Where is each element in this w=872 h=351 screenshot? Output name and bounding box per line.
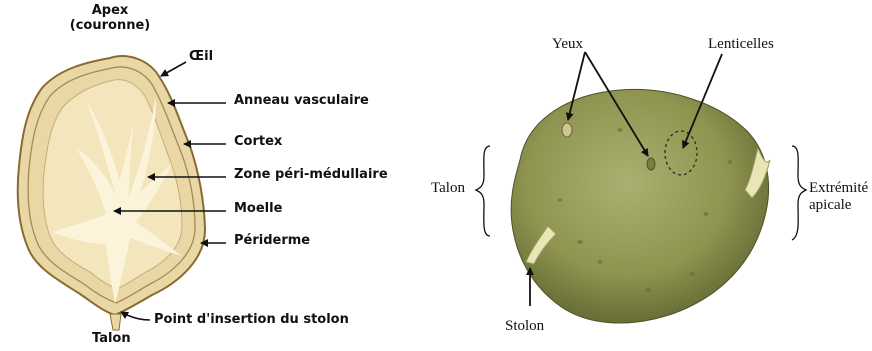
talon-right-label: Talon <box>431 180 465 197</box>
extremite-apicale-label: Extrémité apicale <box>809 180 868 215</box>
lenticelles-label: Lenticelles <box>708 36 774 53</box>
extremite-line2: apicale <box>809 197 868 214</box>
apex-line1: Apex <box>45 4 175 19</box>
anneau-vasculaire-label: Anneau vasculaire <box>234 94 369 109</box>
zone-peri-medullaire-label: Zone péri-médullaire <box>234 168 388 183</box>
potato-photo <box>476 52 806 323</box>
apex-line2: (couronne) <box>45 19 175 34</box>
tuber-section-diagram <box>18 56 226 330</box>
periderme-label: Périderme <box>234 234 310 249</box>
apex-label: Apex (couronne) <box>45 4 175 34</box>
stolon-label: Stolon <box>505 318 544 335</box>
extremite-line1: Extrémité <box>809 180 868 197</box>
brace-talon <box>476 146 490 236</box>
arrow-point-insertion <box>121 312 150 320</box>
point-insertion-label: Point d'insertion du stolon <box>154 313 349 328</box>
talon-left-label: Talon <box>92 332 131 347</box>
arrow-oeil <box>161 62 186 76</box>
tuber-body <box>511 89 768 323</box>
eye-1 <box>562 123 572 137</box>
stolon-stub <box>110 314 121 330</box>
oeil-label: Œil <box>189 50 213 65</box>
brace-extremite <box>792 146 806 240</box>
moelle-label: Moelle <box>234 202 282 217</box>
eye-2 <box>647 158 655 170</box>
cortex-label: Cortex <box>234 135 282 150</box>
yeux-label: Yeux <box>552 36 583 53</box>
